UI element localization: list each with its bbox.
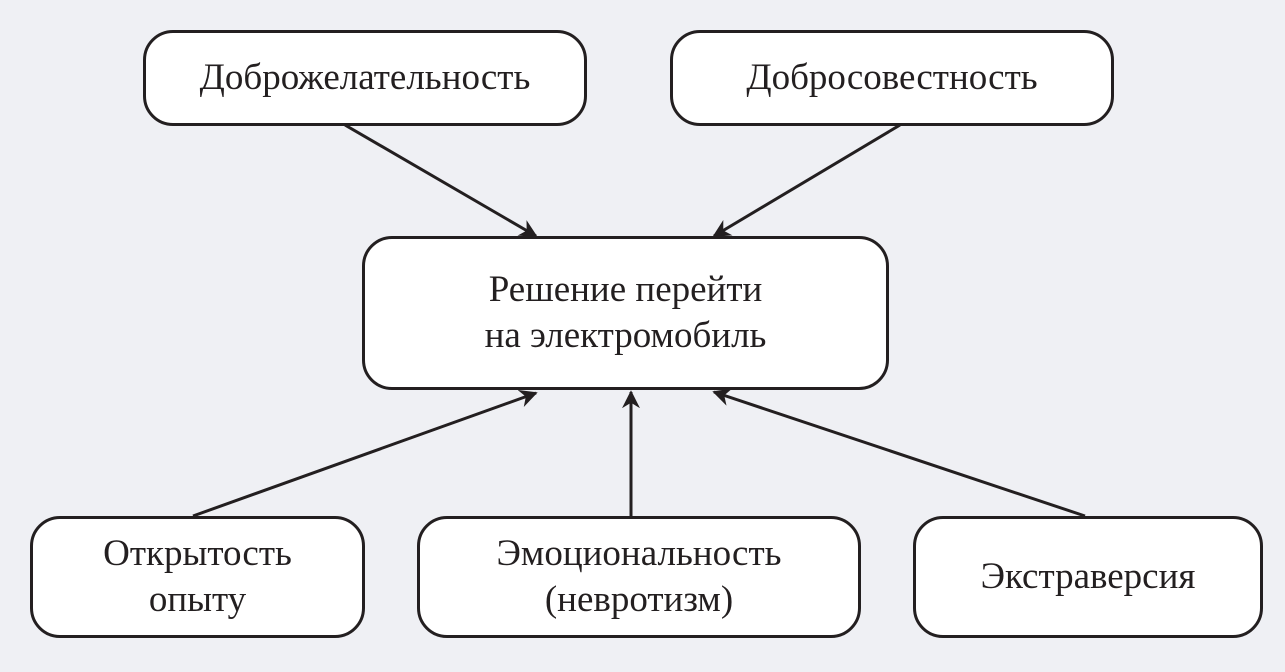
node-agreeableness: Доброжелательность — [143, 30, 587, 126]
node-label-line2: (невротизм) — [544, 579, 734, 620]
node-label: Добросовестность — [746, 57, 1038, 98]
node-label-line1: Эмоциональность — [496, 533, 782, 574]
arrow-agreeableness-to-decision — [344, 123, 538, 238]
node-extraversion: Экстраверсия — [913, 516, 1263, 638]
node-decision: Решение перейти на электромобиль — [362, 236, 889, 390]
node-label-line1: Решение перейти — [488, 269, 763, 310]
node-conscientiousness: Добросовестность — [670, 30, 1114, 126]
node-label: Доброжелательность — [199, 57, 531, 98]
arrow-openness-to-decision — [192, 389, 538, 518]
node-label: Экстраверсия — [980, 556, 1196, 597]
node-label-line2: опыту — [148, 579, 247, 620]
node-openness: Открытость опыту — [30, 516, 365, 638]
arrow-extraversion-to-decision — [712, 388, 1086, 518]
node-label-line1: Открытость — [103, 533, 292, 574]
node-neuroticism: Эмоциональность (невротизм) — [417, 516, 861, 638]
arrow-conscientiousness-to-decision — [712, 123, 901, 238]
node-label-line2: на электромобиль — [484, 315, 767, 356]
